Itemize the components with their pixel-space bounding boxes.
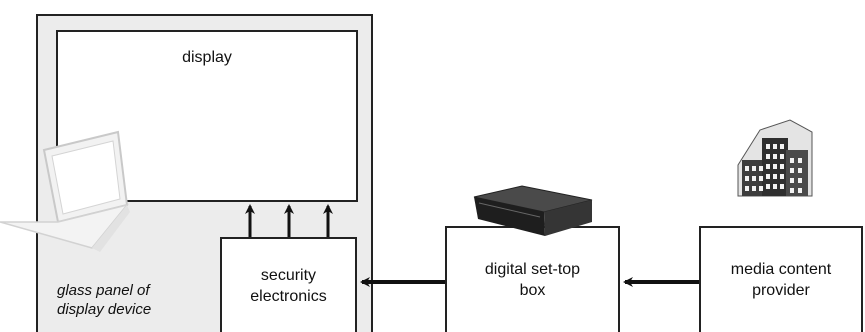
laptop-icon bbox=[0, 130, 130, 252]
settop-line-2: box bbox=[519, 282, 546, 299]
security-line-1: security bbox=[260, 266, 317, 284]
media-line-2: provider bbox=[752, 282, 810, 299]
display-label: display bbox=[182, 49, 232, 66]
glass-panel-label: glass panel of display device bbox=[57, 281, 151, 319]
building-icon bbox=[737, 119, 813, 197]
set-top-box-icon bbox=[473, 185, 593, 236]
media-line-1: media content bbox=[730, 261, 832, 278]
set-top-box-node: digital set-top box bbox=[445, 226, 620, 332]
security-line-2: electronics bbox=[250, 287, 327, 305]
security-electronics-box: security electronics bbox=[220, 237, 357, 332]
glass-line-2: display device bbox=[57, 301, 152, 318]
settop-line-1: digital set-top bbox=[484, 261, 581, 278]
media-provider-box: media content provider bbox=[699, 226, 863, 332]
glass-line-1: glass panel of bbox=[57, 282, 150, 299]
